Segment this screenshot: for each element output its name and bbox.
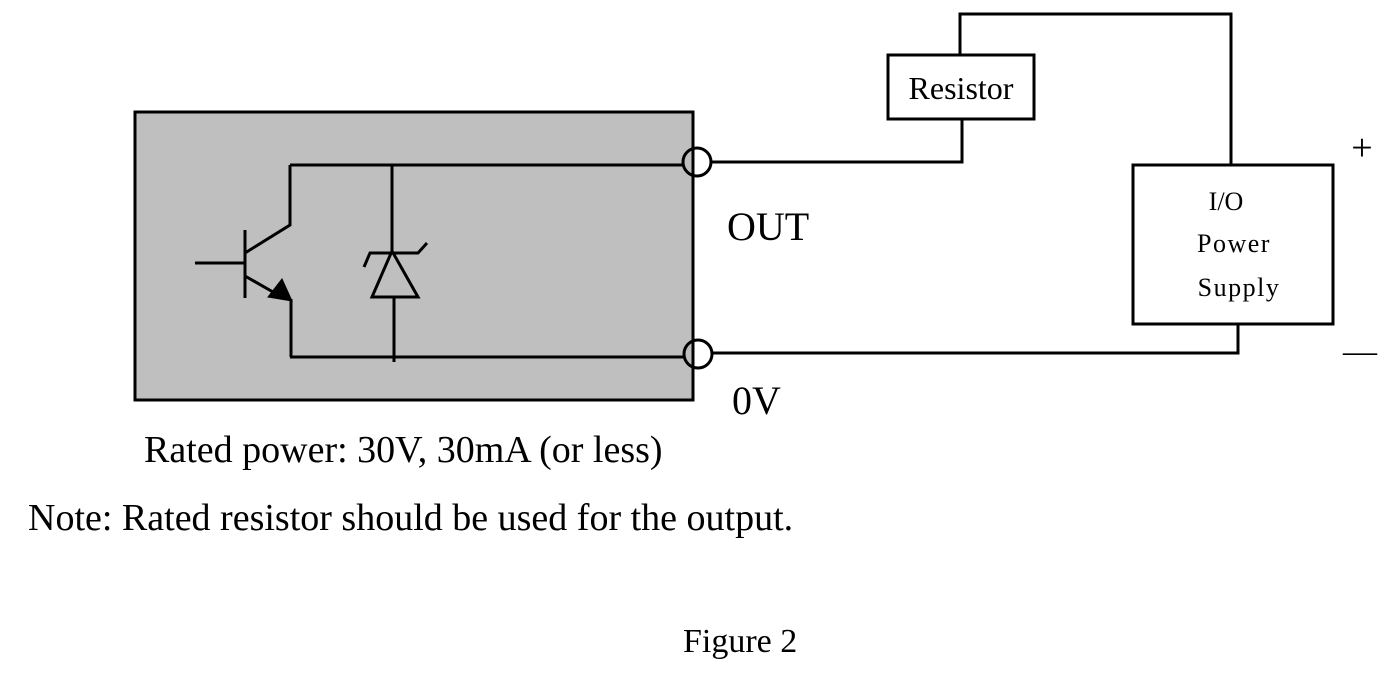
note-text: Note: Rated resistor should be used for … bbox=[28, 497, 793, 539]
zener-diode-symbol bbox=[362, 165, 429, 362]
output-module-box bbox=[133, 110, 695, 402]
transistor-symbol bbox=[195, 165, 293, 357]
power-supply-label-line-3: Supply bbox=[1198, 273, 1281, 302]
power-supply-label-line-2: Power bbox=[1197, 229, 1271, 258]
out-to-resistor-wire bbox=[711, 120, 964, 164]
0v-label: 0V bbox=[732, 378, 781, 423]
transistor-collector bbox=[244, 165, 292, 255]
minus-polarity-label: — bbox=[1342, 333, 1378, 370]
resistor-label: Resistor bbox=[909, 70, 1014, 106]
io-power-supply-box bbox=[1131, 163, 1335, 326]
plus-polarity-label: + bbox=[1351, 127, 1372, 169]
emitter-arrow-icon bbox=[267, 278, 293, 302]
resistor-to-supply-wire bbox=[958, 12, 1233, 170]
rated-power-text: Rated power: 30V, 30mA (or less) bbox=[144, 429, 663, 471]
figure-caption: Figure 2 bbox=[683, 623, 797, 660]
out-label: OUT bbox=[727, 204, 809, 249]
power-supply-label-line-1: I/O bbox=[1209, 187, 1244, 216]
supply-to-0v-wire bbox=[712, 324, 1240, 355]
resistor-box bbox=[886, 53, 1036, 121]
